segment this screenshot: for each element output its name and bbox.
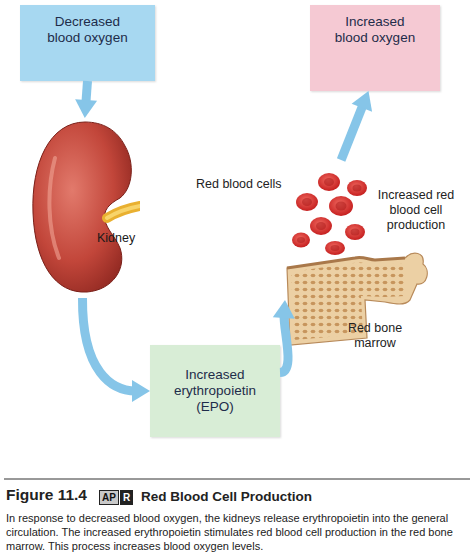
result-box: Increased blood oxygen — [310, 5, 440, 91]
hormone-box: Increased erythropoietin (EPO) — [150, 345, 280, 437]
organ-label: Kidney — [97, 231, 135, 245]
arrow-shaft — [280, 314, 288, 373]
part-label: Red blood cells — [196, 177, 291, 192]
flow-arrow — [341, 91, 372, 160]
figure-number: Figure 11.4 — [6, 487, 87, 502]
ureter-highlight — [107, 206, 140, 218]
resource-badge: AP — [99, 490, 119, 505]
box-label: Increased erythropoietin (EPO) — [161, 367, 269, 415]
flow-arrow — [75, 81, 97, 118]
process-box: Decreased blood oxygen — [20, 5, 155, 81]
kidney-shape — [33, 122, 131, 292]
arrow-head — [352, 91, 372, 112]
box-label: Increased blood oxygen — [330, 5, 420, 46]
arrow-shaft — [341, 104, 363, 160]
kidney-illustration — [25, 118, 140, 298]
kidney-highlight — [49, 158, 59, 258]
flow-arrow — [273, 300, 295, 373]
flow-arrow — [82, 298, 150, 402]
arrow-head — [75, 99, 97, 118]
arrow-shaft — [86, 81, 88, 104]
arrow-head — [273, 300, 295, 319]
red-blood-cells — [292, 173, 367, 255]
box-label: Decreased blood oxygen — [43, 5, 133, 46]
organ-label: Red bone marrow — [335, 321, 415, 351]
figure-caption: In response to decreased blood oxygen, t… — [6, 511, 468, 553]
bone-surface — [287, 257, 405, 268]
figure-title: Red Blood Cell Production — [141, 489, 312, 504]
process-label: Increased red blood cell production — [370, 188, 462, 233]
arrow-shaft — [82, 298, 136, 391]
kidney-organ: Kidney — [25, 118, 140, 298]
resource-badge: R — [120, 490, 133, 505]
ureter — [107, 206, 140, 218]
rule-line — [4, 479, 470, 480]
arrow-head — [132, 380, 150, 402]
